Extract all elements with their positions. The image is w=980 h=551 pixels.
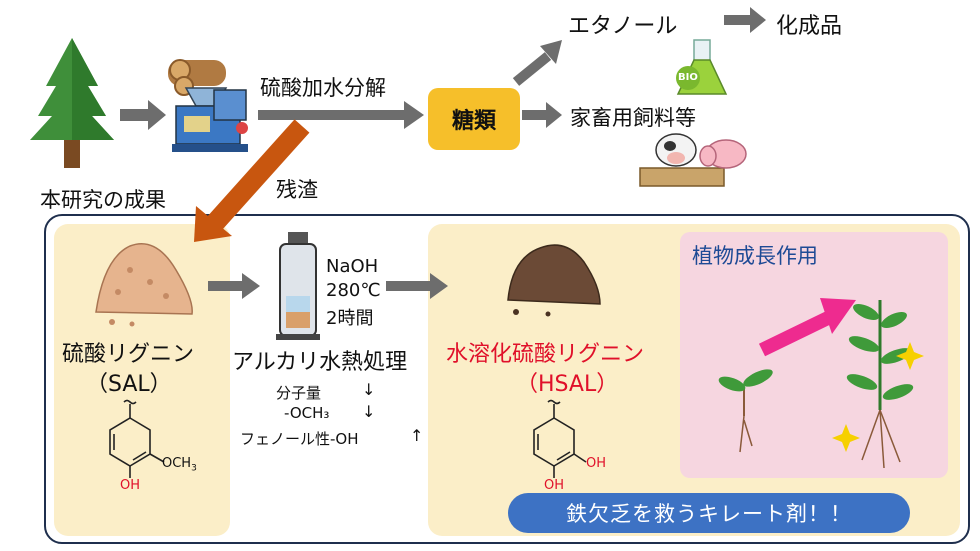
arrow-ethanol-to-chemicals (724, 7, 766, 33)
arrow-tree-to-machine (120, 100, 166, 130)
sugar-label: 糖類 (451, 109, 496, 134)
tree-icon (30, 38, 114, 168)
reagent-label: NaOH (326, 256, 379, 277)
process-name: アルカリ水熱処理 (232, 350, 408, 375)
hsal-powder-icon (507, 244, 601, 317)
change-molecular-weight: 分子量 (276, 384, 322, 402)
arrow-sugar-to-feed (522, 102, 562, 128)
temperature-label: 280℃ (326, 280, 381, 301)
growth-arrow (758, 298, 856, 357)
change-phenolic-oh-arrow: ↑ (410, 426, 424, 445)
feed-label: 家畜用飼料等 (570, 106, 696, 130)
residue-arrow (194, 119, 310, 242)
reactor-icon (276, 232, 320, 340)
hsal-structure (533, 399, 587, 478)
hydrolysis-machine-icon (168, 59, 248, 152)
sal-hydroxyl-label: OH (120, 478, 141, 493)
hsal-abbr: （HSAL） (516, 372, 619, 397)
chelate-banner: 鉄欠乏を救うキレート剤！！ (508, 493, 910, 533)
ethanol-label: エタノール (568, 14, 678, 39)
hsal-hydroxyl-bottom: OH (544, 478, 565, 493)
grown-plant-icon (846, 300, 914, 469)
sal-abbr: （SAL） (86, 372, 172, 397)
sal-name: 硫酸リグニン (62, 342, 195, 367)
sal-powder-icon (95, 243, 193, 327)
change-phenolic-oh: フェノール性-OH (240, 430, 359, 448)
bio-flask-icon (676, 39, 728, 95)
arrow-reactor-to-hsal (386, 273, 448, 299)
livestock-icon (639, 133, 747, 187)
lignin-process-frame (44, 214, 970, 544)
hsal-name: 水溶化硫酸リグニン (446, 342, 645, 367)
sal-structure (109, 399, 165, 478)
research-result-label: 本研究の成果 (40, 188, 166, 212)
chemicals-label: 化成品 (776, 14, 843, 39)
change-methoxy: -OCH₃ (284, 404, 330, 422)
time-label: 2時間 (326, 308, 374, 329)
sparkle-icon (832, 342, 924, 452)
seedling-icon (718, 369, 773, 453)
change-methoxy-arrow: ↓ (362, 402, 376, 421)
bio-label: BIO (678, 72, 698, 83)
chelate-label: 鉄欠乏を救うキレート剤！！ (566, 502, 852, 526)
sal-methoxy-label: OCH3 (162, 456, 197, 474)
arrow-machine-to-sugar (258, 101, 424, 129)
residue-label: 残渣 (276, 178, 318, 202)
hydrolysis-label: 硫酸加水分解 (260, 76, 386, 100)
sugar-box: 糖類 (428, 88, 520, 150)
arrow-sugar-to-ethanol (512, 40, 562, 86)
arrow-sal-to-reactor (208, 273, 260, 299)
hsal-hydroxyl-top: OH (586, 456, 607, 471)
change-molecular-weight-arrow: ↓ (362, 380, 376, 399)
plant-growth-title: 植物成長作用 (692, 244, 818, 268)
